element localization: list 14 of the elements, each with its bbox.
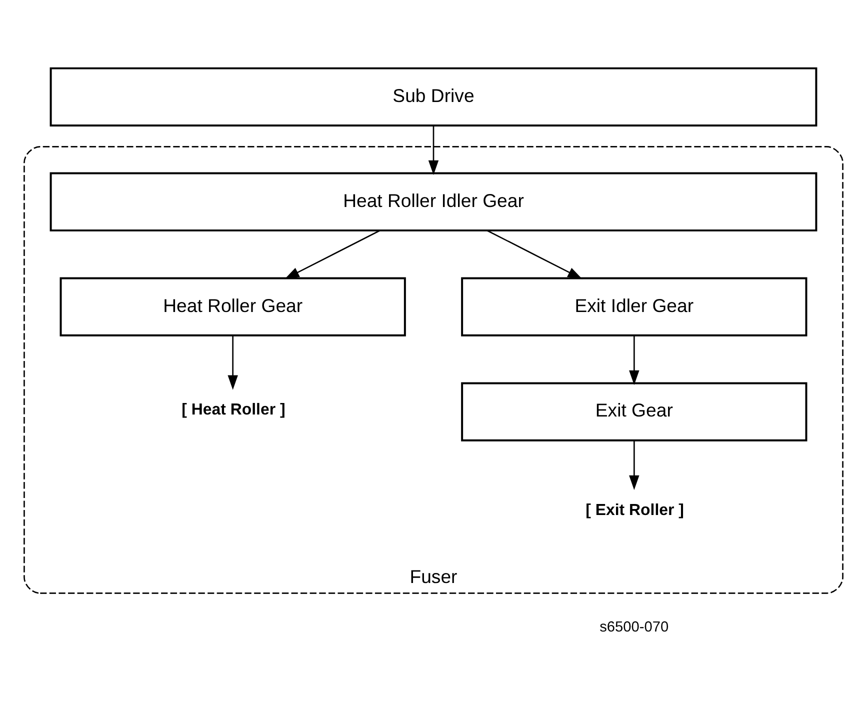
arrow — [428, 125, 439, 175]
node-box: Exit Gear — [461, 382, 808, 441]
arrow — [486, 230, 582, 279]
node-text: [ Heat Roller ] — [182, 401, 286, 418]
node-box: Heat Roller Gear — [60, 276, 406, 336]
node-box: Heat Roller Idler Gear — [50, 172, 818, 231]
node-text: [ Exit Roller ] — [586, 501, 684, 518]
node-box: Exit Idler Gear — [461, 276, 808, 336]
arrow — [228, 335, 238, 390]
node-box: Sub Drive — [50, 66, 818, 126]
arrow — [629, 440, 640, 490]
arrow — [629, 335, 640, 385]
label: s6500-070 — [600, 618, 669, 635]
arrow — [284, 230, 380, 279]
